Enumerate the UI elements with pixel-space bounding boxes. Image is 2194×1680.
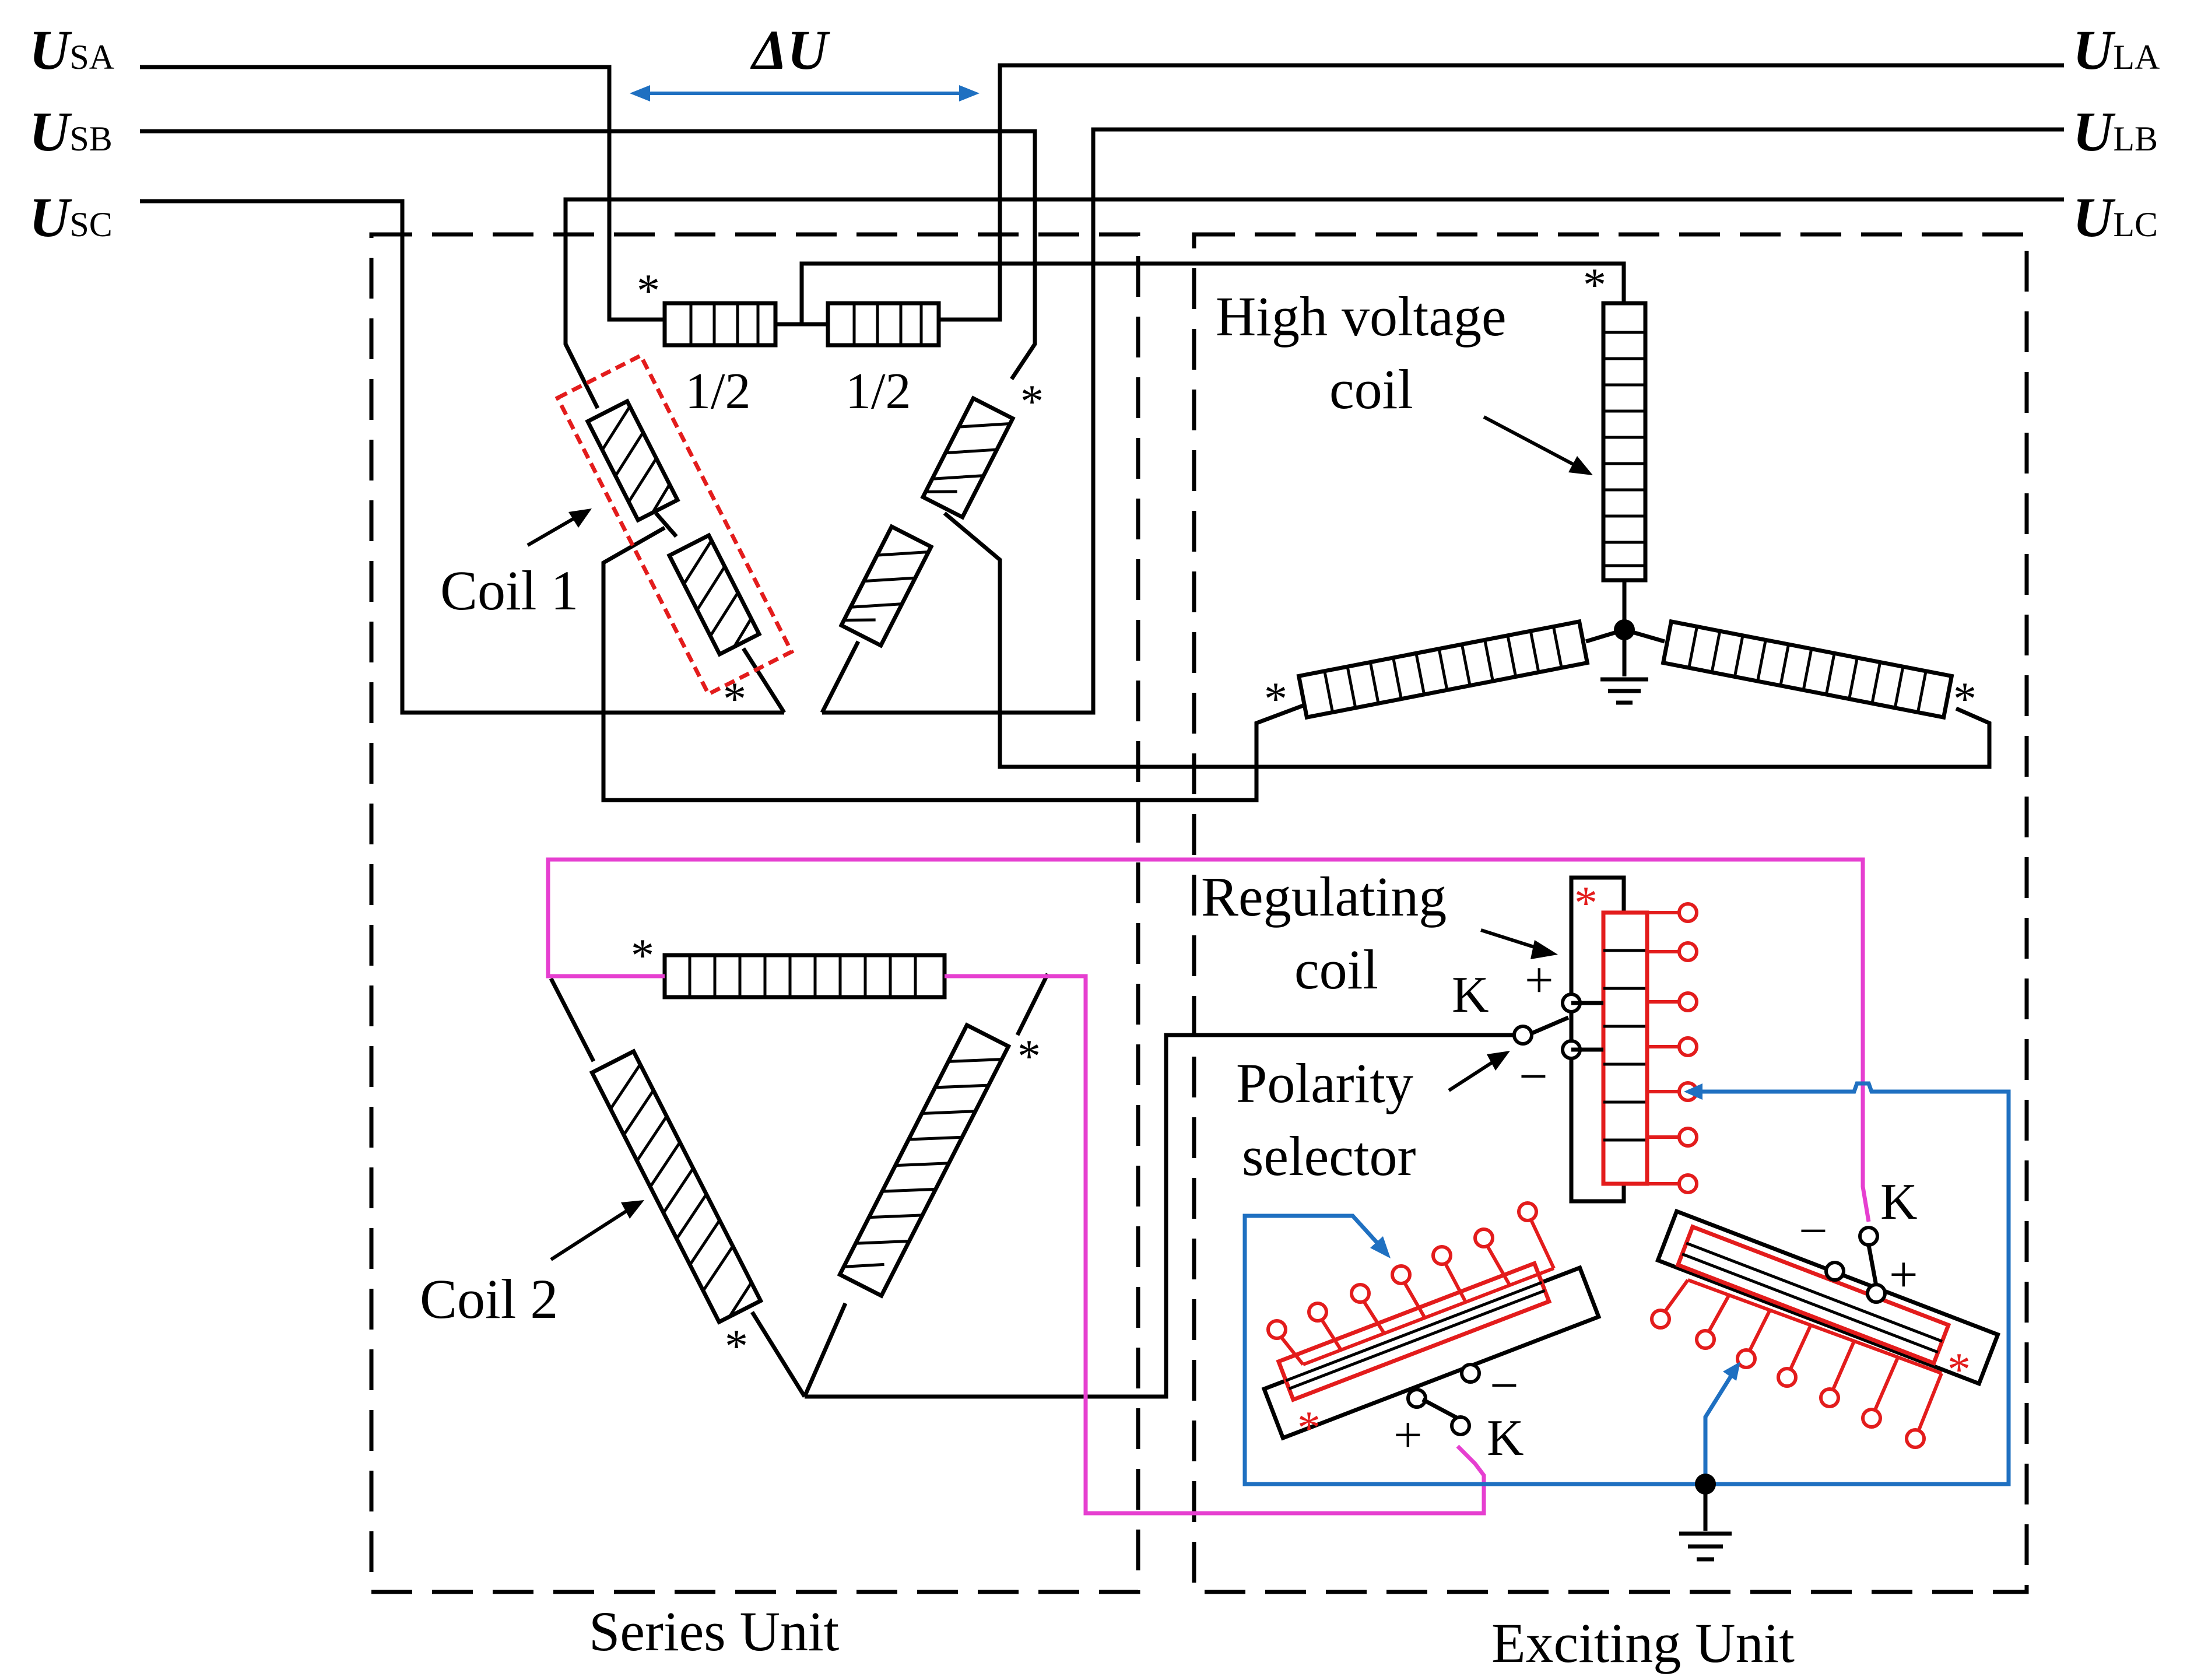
- coil2-label: Coil 2: [420, 1268, 558, 1330]
- coil-right-lower: [838, 524, 934, 648]
- coil2-right: [837, 1022, 1012, 1299]
- series-unit-label: Series Unit: [589, 1600, 840, 1663]
- high-voltage-coil: [1601, 301, 1648, 583]
- polarity-star-coil1: *: [723, 674, 746, 725]
- exciting-unit-label: Exciting Unit: [1491, 1612, 1795, 1674]
- regulating-label-line2: coil: [1294, 938, 1378, 1001]
- polarity-star-reg-left: *: [1297, 1402, 1321, 1454]
- coil2-arrow: [550, 1200, 644, 1261]
- feeder-wires: [140, 63, 2064, 715]
- coil1-lower: [666, 532, 762, 657]
- polarity-star-reg-right: *: [1947, 1344, 1971, 1395]
- delta-u-label: ΔU: [750, 19, 830, 81]
- coil1-arrow: [526, 508, 592, 547]
- coil2-left: [589, 1048, 764, 1325]
- blue-wiring: [1242, 1081, 2011, 1562]
- polarity-star-coil2-top: *: [631, 930, 654, 981]
- coil1-label: Coil 1: [440, 559, 578, 622]
- terminal-usc: USC: [29, 186, 113, 248]
- series-coil-bottom: * * *: [549, 930, 1528, 1399]
- regulating-coil-top: * K + −: [1452, 875, 1698, 1204]
- polarity-arrow: [1448, 1051, 1510, 1092]
- high-voltage-coil-group: * * *: [1264, 259, 1977, 725]
- terminal-labels-right: ULA ULB ULC: [2073, 19, 2160, 248]
- terminal-usb: USB: [29, 100, 113, 163]
- hv-arrow: [1483, 415, 1593, 475]
- regulating-coil-left: * − + K: [1261, 1201, 1602, 1467]
- polarity-star-right: *: [1020, 376, 1044, 427]
- terminal-ulb: ULB: [2073, 100, 2158, 163]
- regulating-taps-left: [1266, 1201, 1556, 1366]
- polarity-star-coil2-left: *: [725, 1321, 748, 1372]
- polarity-star-half: *: [637, 265, 660, 317]
- half-label-2: 1/2: [845, 363, 911, 420]
- polarity-label-line2: selector: [1242, 1125, 1416, 1187]
- switch-minus-top: −: [1519, 1048, 1548, 1105]
- regulating-arrow: [1480, 928, 1558, 959]
- coil-right-upper: [920, 395, 1016, 520]
- regulating-coil-right: * − + K: [1650, 1174, 2001, 1449]
- switch-plus-left: +: [1393, 1407, 1423, 1464]
- switch-plus-top: +: [1525, 952, 1554, 1009]
- polarity-label-line1: Polarity: [1236, 1052, 1413, 1114]
- switch-minus-left: −: [1490, 1358, 1519, 1414]
- polarity-star-hv-top: *: [1583, 259, 1606, 311]
- delta-u-indicator: ΔU: [630, 19, 980, 101]
- series-unit-box: [369, 232, 1140, 1594]
- magenta-wiring: [546, 857, 1871, 1516]
- polarity-star-reg-top: *: [1574, 878, 1598, 929]
- coil1-highlight-box: [554, 353, 795, 697]
- polarity-star-hv-left: *: [1264, 674, 1287, 725]
- switch-k-right: K: [1880, 1174, 1918, 1230]
- terminal-labels-left: USA USB USC: [29, 19, 114, 248]
- hv-label-line2: coil: [1329, 358, 1413, 420]
- polarity-star-coil2-right: *: [1017, 1031, 1041, 1082]
- coil1-upper: [585, 398, 680, 523]
- switch-k-left: K: [1487, 1410, 1524, 1467]
- half-label-1: 1/2: [685, 363, 750, 420]
- terminal-ulc: ULC: [2073, 186, 2158, 248]
- switch-plus-right: +: [1889, 1247, 1918, 1303]
- series-coil-top: 1/2 1/2 * * *: [554, 261, 1992, 802]
- regulating-taps-right: [1650, 1278, 1943, 1449]
- terminal-usa: USA: [29, 19, 114, 81]
- switch-k-top: K: [1452, 967, 1489, 1023]
- terminal-ula: ULA: [2073, 19, 2160, 81]
- polarity-star-hv-right: *: [1953, 674, 1977, 725]
- exciting-unit-box: [1192, 232, 2029, 1594]
- coil2-top: [662, 953, 947, 999]
- hv-label-line1: High voltage: [1216, 285, 1507, 348]
- regulating-label-line1: Regulating: [1201, 865, 1447, 928]
- switch-minus-right: −: [1799, 1203, 1828, 1260]
- regulating-taps-top: [1645, 902, 1698, 1194]
